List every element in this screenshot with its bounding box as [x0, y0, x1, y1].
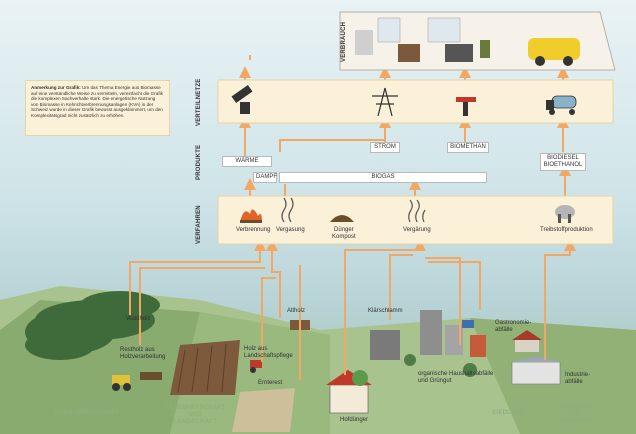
source-klaerschlamm: Klärschlamm	[368, 308, 403, 314]
stage-label-verfahren: VERFAHREN	[196, 205, 202, 244]
process-treibstoffproduktion: Treibstoffproduktion	[540, 227, 593, 233]
tank-truck-icon	[546, 95, 577, 115]
process-duenger-kompost: Dünger Kompost	[332, 227, 356, 240]
source-gastronomieabfaelle: Gastronomie- abfälle	[495, 320, 532, 333]
note-title: Anmerkung zur Grafik:	[31, 85, 81, 90]
fermentation-icon	[408, 199, 426, 223]
flame-icon	[240, 209, 262, 223]
forest	[25, 291, 160, 360]
city-buildings	[370, 310, 561, 385]
zone-landwirtschaft: LANDWIRTSCHAFT UND LANDSCHAFT	[165, 405, 226, 425]
stage-label-verbrauch: VERBRAUCH	[341, 21, 347, 62]
source-hofduenger: Hofdünger	[340, 417, 369, 423]
product-dampf: DAMPF	[253, 172, 277, 183]
compost-pile-icon	[330, 215, 354, 222]
product-waerme: WÄRME	[222, 156, 272, 167]
pipe-icon	[231, 84, 253, 114]
gas-valve-icon	[456, 97, 476, 116]
fuel-production-icon	[555, 205, 575, 223]
source-ernterest: Ernterest	[258, 380, 283, 386]
flow-arrows	[129, 55, 576, 380]
product-biodiesel-bioethanol: BIODIESEL BIOETHANOL	[540, 153, 586, 171]
product-biogas: BIOGAS	[279, 172, 487, 183]
verfahren-band	[217, 195, 614, 245]
graphic-note: Anmerkung zur Grafik: Um das Thema Energ…	[25, 80, 170, 136]
note-text: Um das Thema Energie aus Biomasse auf ei…	[31, 85, 163, 118]
stage-label-produkte: PRODUKTE	[196, 144, 202, 180]
source-organische-haushaltsabfaelle: organische Haushaltsabfälle und Grüngut	[418, 371, 494, 384]
house-consumption	[339, 11, 616, 71]
product-biomethan: BIOMETHAN	[447, 142, 489, 153]
gasification-icon	[281, 197, 294, 223]
source-holz-landschaftspflege: Holz aus Landschaftspflege	[244, 346, 293, 359]
process-vergaerung: Vergärung	[403, 227, 431, 233]
plowed-field	[170, 340, 295, 432]
stage-label-verteilnetze: VERTEILNETZE	[196, 78, 202, 126]
source-restholz: Restholz aus Holzverarbeitung	[120, 347, 166, 360]
source-industrieabfaelle: Industrie- abfälle	[565, 372, 591, 385]
zone-forstwirtschaft: FORSTWIRTSCHAFT	[55, 410, 120, 416]
process-vergasung: Vergasung	[276, 227, 305, 233]
process-verbrennung: Verbrennung	[236, 227, 271, 233]
source-waldholz: Waldholz	[126, 316, 151, 322]
zone-siedlung: SIEDLUNG	[492, 410, 526, 416]
zone-gewerbe-industrie: GEWERBE UND INDUSTRIE	[558, 405, 594, 425]
farm	[326, 370, 372, 414]
source-altholz: Altholz	[287, 308, 306, 314]
power-pylon-icon	[372, 87, 398, 117]
product-strom: STROM	[370, 142, 400, 153]
